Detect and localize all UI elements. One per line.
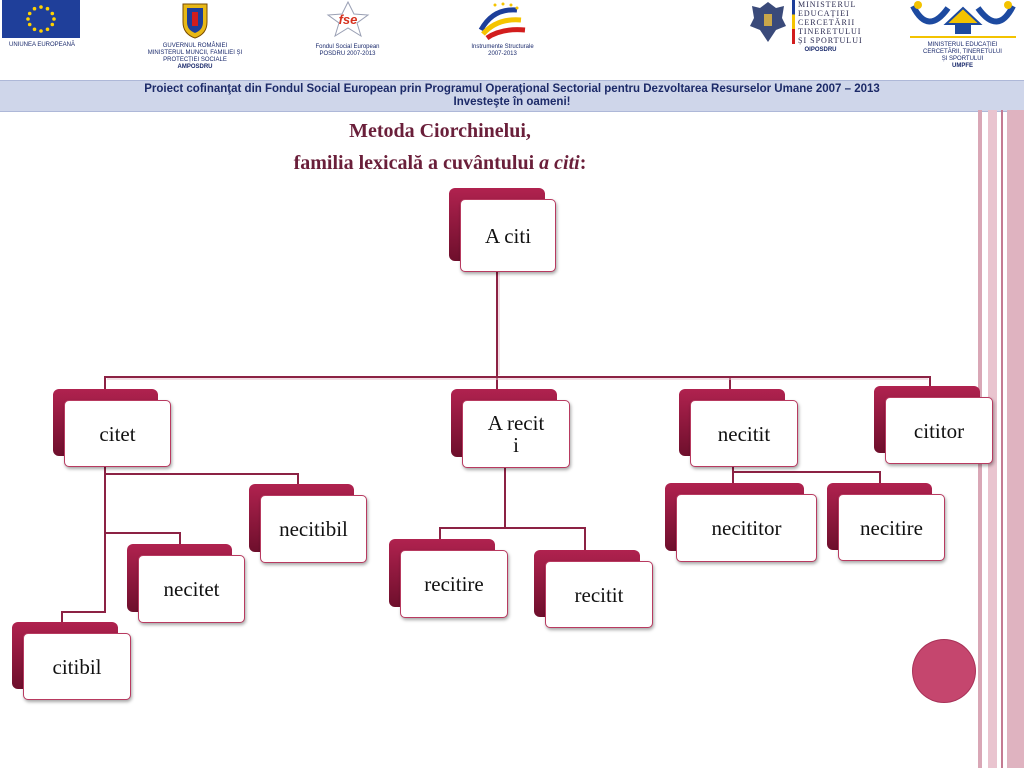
node-recitit: recitit xyxy=(534,550,653,628)
node-necitire: necitire xyxy=(827,483,945,561)
node-a-citi: A citi xyxy=(449,188,556,272)
structural-instruments-caption: Instrumente Structurale 2007-2013 xyxy=(471,44,534,57)
title-prefix: familia lexicală a cuvântului xyxy=(293,152,540,174)
node-label: necitibil xyxy=(279,517,348,541)
node-necititor: necititor xyxy=(665,483,817,562)
node-label: necititor xyxy=(711,516,782,540)
node-label: cititor xyxy=(913,418,965,443)
node-label: citet xyxy=(99,421,136,446)
node-cititor: cititor xyxy=(874,386,993,464)
project-banner: Proiect cofinanţat din Fondul Social Eur… xyxy=(0,80,1024,112)
decorative-circle xyxy=(913,640,975,702)
ministry-logo: MINISTERUL EDUCAȚIEI CERCETĂRII TINERETU… xyxy=(748,0,873,54)
umpfe-logo: MINISTERUL EDUCAȚIEI CERCETĂRII, TINERET… xyxy=(905,0,1020,70)
node-necitit: necitit xyxy=(679,389,798,467)
eu-caption: UNIUNEA EUROPEANĂ xyxy=(8,42,75,48)
eu-flag-icon xyxy=(2,0,80,38)
banner-line-2: Investeşte în oameni! xyxy=(453,96,571,108)
government-logo: GUVERNUL ROMÂNIEI MINISTERUL MUNCII, FAM… xyxy=(135,0,255,71)
banner-line-1: Proiect cofinanţat din Fondul Social Eur… xyxy=(144,83,880,95)
slide-title-line-2: familia lexicală a cuvântului a citi: xyxy=(180,152,700,175)
node-a-reciti: A reciti xyxy=(451,389,570,468)
umpfe-people-icon xyxy=(909,1,1016,38)
node-label: necitire xyxy=(860,515,923,540)
umpfe-caption: MINISTERUL EDUCAȚIEI CERCETĂRII, TINERET… xyxy=(923,42,1002,62)
node-label: A citi xyxy=(484,223,532,248)
umpfe-label: UMPFE xyxy=(952,63,973,69)
structural-instruments-logo: Instrumente Structurale 2007-2013 xyxy=(455,0,550,58)
node-recitire: recitire xyxy=(389,539,508,618)
fse-logo: fse Fondul Social European POSDRU 2007-2… xyxy=(300,0,395,58)
coat-of-arms-icon xyxy=(182,3,208,39)
ministry-crest-icon xyxy=(750,2,786,42)
structural-instruments-icon xyxy=(478,2,525,40)
ministry-name: MINISTERUL EDUCAȚIEI CERCETĂRII TINERETU… xyxy=(798,0,863,45)
slide-title-line-1: Metoda Ciorchinelui, xyxy=(349,120,531,142)
node-label: recitire xyxy=(424,572,484,596)
node-citet: citet xyxy=(53,389,171,467)
node-necitibil: necitibil xyxy=(249,484,367,563)
node-label: necitet xyxy=(163,577,220,601)
node-label: A reciti xyxy=(487,411,545,457)
fse-star-icon: fse xyxy=(326,0,369,38)
eu-logo: UNIUNEA EUROPEANĂ xyxy=(2,0,82,49)
fse-text: fse xyxy=(338,12,357,27)
oiposdru-label: OIPOSDRU xyxy=(804,47,837,53)
node-label: citibil xyxy=(52,654,102,679)
title-keyword: a citi xyxy=(539,152,580,174)
amposdru-label: AMPOSDRU xyxy=(177,64,213,70)
node-citibil: citibil xyxy=(12,622,131,700)
fse-caption: Fondul Social European POSDRU 2007-2013 xyxy=(315,44,380,57)
government-caption: GUVERNUL ROMÂNIEI MINISTERUL MUNCII, FAM… xyxy=(147,43,243,63)
title-suffix: : xyxy=(579,152,587,174)
node-label: necitit xyxy=(717,421,771,446)
node-label: recitit xyxy=(574,582,624,607)
node-necitet: necitet xyxy=(127,544,245,623)
